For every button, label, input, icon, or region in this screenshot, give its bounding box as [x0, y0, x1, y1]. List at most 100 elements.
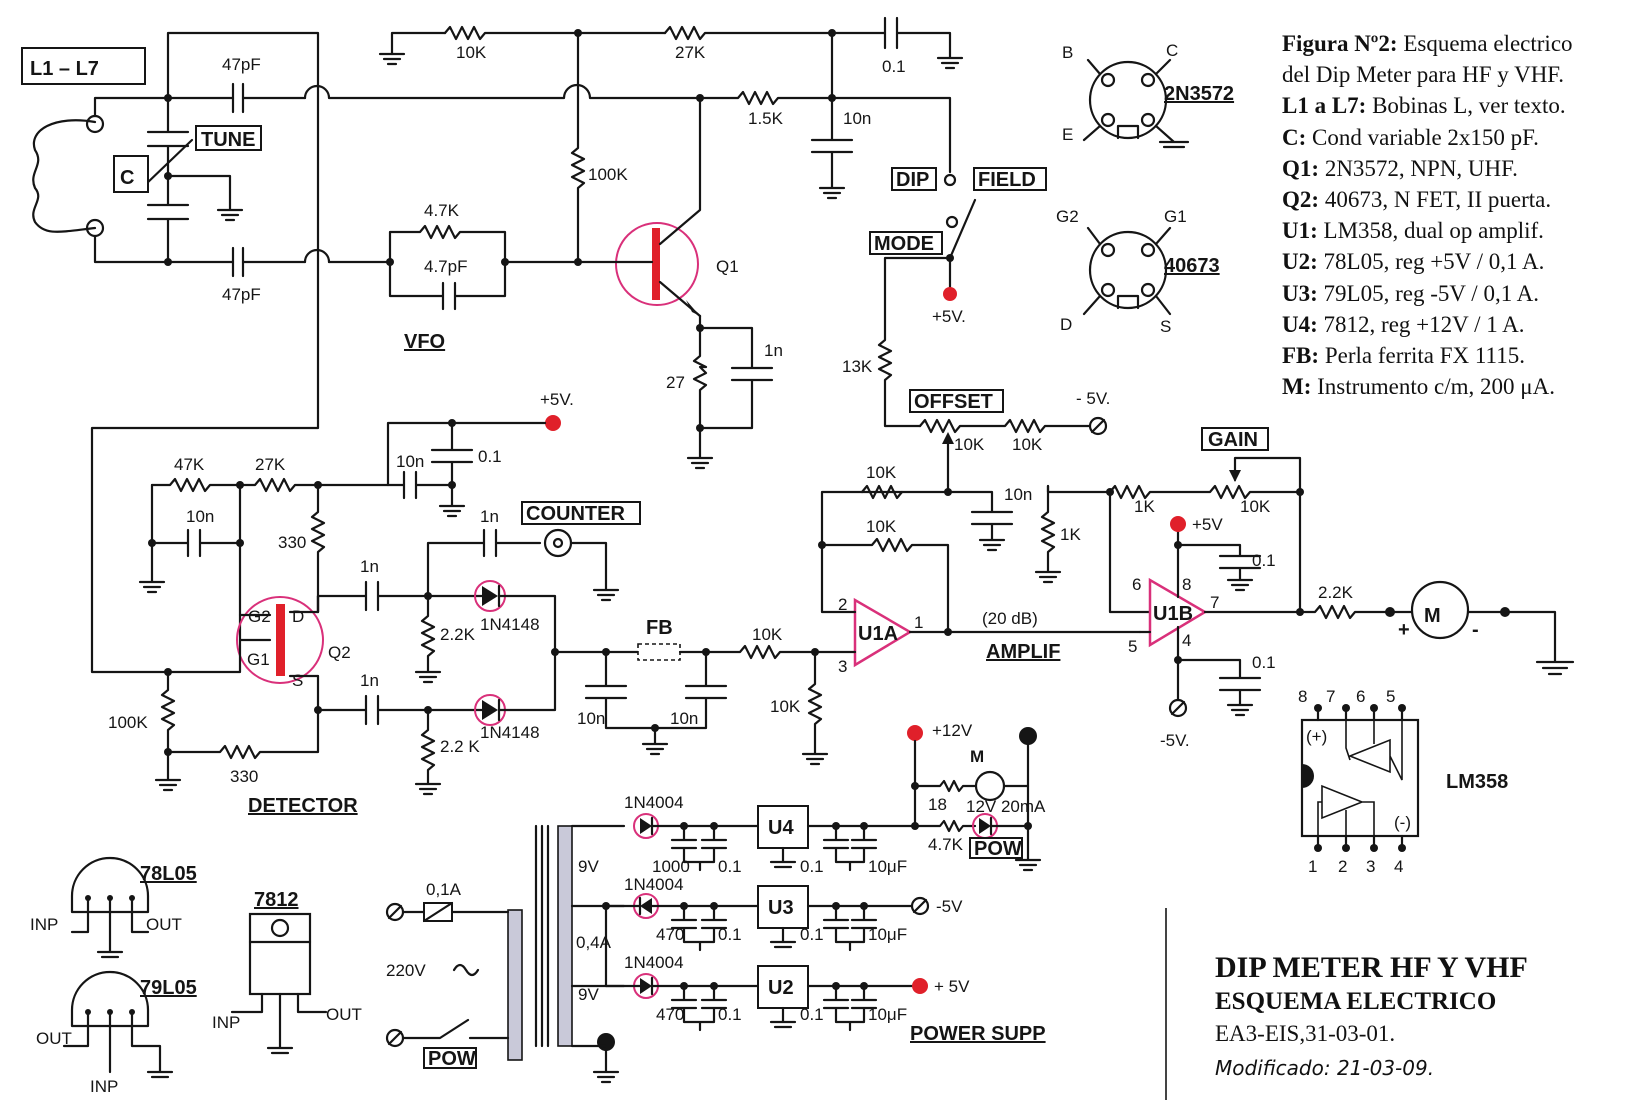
- regulator-pinouts: 78L05 INP OUT 79L05 OUT INP 7812 INP OUT: [30, 856, 362, 1096]
- resistor-27: [686, 326, 714, 470]
- counter-connector-outer[interactable]: [543, 528, 573, 558]
- d2-label: 1N4148: [480, 723, 540, 742]
- ferrite-bead-fb: [637, 643, 681, 661]
- q2-g1-label: G1: [247, 650, 270, 669]
- c10n-det-label: 10n: [186, 507, 214, 526]
- fb-label: FB: [646, 617, 673, 639]
- u4-label: U4: [768, 817, 794, 839]
- lm358-minus-label: (-): [1394, 813, 1411, 832]
- counter-connector-inner: [552, 537, 564, 549]
- power-switch[interactable]: [401, 1018, 510, 1040]
- 40673-pin-s: S: [1160, 317, 1171, 336]
- r330-a-label: 330: [278, 533, 306, 552]
- transformer-secondary: [557, 825, 573, 1047]
- cap-4.7pf-vfo: [388, 260, 507, 311]
- gain-label: GAIN: [1208, 429, 1258, 451]
- 79l05-inp-label: INP: [90, 1077, 118, 1096]
- legend-row: L1 a L7: Bobinas L, ver texto.: [1282, 90, 1642, 121]
- 2n3572-pin-b: B: [1062, 43, 1073, 62]
- resistor-10k-fbk1: [860, 484, 904, 500]
- resistor-1k-a: [1034, 484, 1062, 584]
- cap-47pf-bottom: [231, 246, 245, 278]
- legend-row: M: Instrumento c/m, 200 μA.: [1282, 371, 1642, 402]
- 78l05-out-label: OUT: [146, 915, 182, 934]
- legend-row: del Dip Meter para HF y VHF.: [1282, 59, 1642, 90]
- q1-transistor: [576, 96, 702, 318]
- plus5v-mode-label: +5V.: [932, 307, 966, 326]
- minus5v-offset-label: - 5V.: [1076, 389, 1110, 408]
- resistor-2.2k-b: [414, 708, 442, 796]
- legend-key: U2:: [1282, 249, 1318, 275]
- lm358-pin5-label: 5: [1386, 687, 1395, 706]
- ground-terminal-12v: [1019, 727, 1037, 745]
- q1-highlight-circle: [615, 222, 699, 306]
- meter-minus-label: -: [1472, 619, 1479, 641]
- 40673-pin-g1: G1: [1164, 207, 1187, 226]
- mode-switch-blade[interactable]: [948, 198, 977, 260]
- resistor-10k-top: [443, 25, 667, 41]
- u1a-opamp: [853, 597, 913, 668]
- lm358-label: LM358: [1446, 771, 1508, 793]
- diode-d2: [482, 700, 498, 720]
- legend-key: U1:: [1282, 218, 1318, 244]
- gain-potentiometer[interactable]: [1046, 484, 1302, 614]
- legend-key: M:: [1282, 374, 1312, 400]
- 7812-label: 7812: [254, 889, 299, 911]
- coil-terminal-top: [85, 114, 105, 134]
- c-label: C: [120, 167, 134, 189]
- 7812-package: [248, 912, 312, 996]
- fuse-label: 0,1A: [426, 880, 462, 899]
- resistor-2.2k-m: [1203, 604, 1414, 620]
- resistors-18-4.7k: [913, 739, 977, 833]
- diagram-reference: EA3-EIS,31-03-01.: [1215, 1021, 1396, 1046]
- c47pf-vfo-label: 4.7pF: [424, 257, 467, 276]
- counter-label: COUNTER: [526, 503, 625, 525]
- l1-l7-box: [21, 47, 146, 85]
- plus5v-terminal-u1b: [1170, 516, 1186, 532]
- pow-led-label: POW: [974, 838, 1022, 860]
- r1k-a-label: 1K: [1060, 525, 1081, 544]
- u2-label: U2: [768, 977, 794, 999]
- resistor-27k-top: [663, 25, 834, 41]
- 78l05-inp-label: INP: [30, 915, 58, 934]
- r10k-off2-label: 10K: [1012, 435, 1043, 454]
- legend-text: del Dip Meter para HF y VHF.: [1282, 62, 1564, 88]
- 79l05-package: [70, 970, 150, 1028]
- plus5v-u1b-label: +5V: [1192, 515, 1223, 534]
- dip-label: DIP: [896, 169, 929, 191]
- legend-key: Q2:: [1282, 187, 1320, 213]
- detector-section: +5V. 0.1 47K 27K 10n 10n 330 G2 D G1 S Q…: [108, 390, 641, 817]
- offset-label: OFFSET: [914, 391, 993, 413]
- minus5v-terminal-ps: [910, 896, 930, 916]
- legend-text: 40673, N FET, II puerta.: [1319, 187, 1552, 213]
- c10uf-1-label: 10μF: [868, 857, 907, 876]
- q2-g2-label: G2: [248, 607, 271, 626]
- legend-text: Cond variable 2x150 pF.: [1306, 124, 1539, 150]
- resistor-4.7k-vfo: [327, 224, 580, 264]
- legend-text: Perla ferrita FX 1115.: [1319, 343, 1525, 369]
- minus5v-terminal-u1b: [1168, 698, 1188, 718]
- c10n-fb1-label: 10n: [577, 709, 605, 728]
- q2-s-label: S: [292, 671, 303, 690]
- cap-1n-b: [316, 694, 486, 726]
- diode-d1: [482, 586, 498, 606]
- minus5v-terminal-offset: [1088, 416, 1108, 436]
- plus5v-det-label: +5V.: [540, 390, 574, 409]
- resistor-330-a: [310, 483, 326, 614]
- cap-10n-decouple: [810, 96, 854, 200]
- offset-potentiometer[interactable]: [918, 418, 1092, 434]
- cap-47pf-top-label: 47pF: [222, 55, 261, 74]
- legend-text: Esquema electrico: [1397, 31, 1573, 56]
- ac-symbol: [452, 963, 480, 977]
- ground-terminal-ps: [597, 1033, 615, 1051]
- legend-row: C: Cond variable 2x150 pF.: [1282, 122, 1642, 153]
- c01-ps3-label: 0.1: [718, 925, 742, 944]
- meter-m: [1410, 580, 1470, 640]
- 2n3572-label: 2N3572: [1164, 83, 1234, 105]
- u1b-pin5-label: 5: [1128, 637, 1137, 656]
- caps-u3-input: [670, 904, 728, 952]
- cap-47pf-bottom-label: 47pF: [222, 285, 261, 304]
- diode-1n4004-a: [640, 818, 652, 834]
